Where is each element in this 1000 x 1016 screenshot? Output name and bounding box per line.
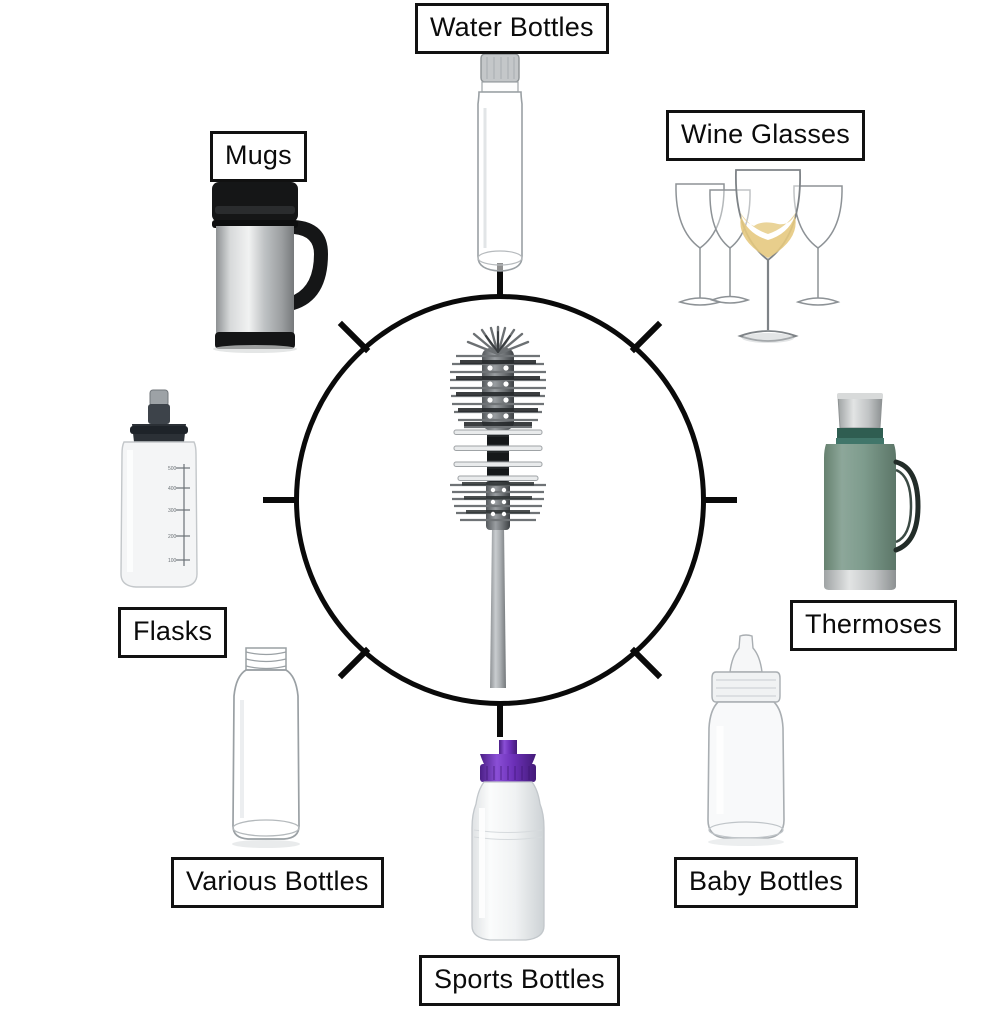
center-target-ring [263,263,737,737]
tick-west [263,497,299,503]
water-bottle-image [458,52,542,277]
tick-north [497,263,503,299]
svg-text:400: 400 [168,486,177,492]
label-mugs[interactable]: Mugs [210,131,307,182]
svg-text:300: 300 [168,508,177,514]
bottle-cleaning-brush-image [438,325,558,690]
tick-southeast [629,646,663,680]
label-flasks[interactable]: Flasks [118,607,228,658]
sports-bottle-image [458,738,558,948]
various-bottle-image [220,644,312,849]
wine-glasses-image [658,168,858,354]
baby-bottle-image [694,634,799,849]
tick-southwest [337,646,371,680]
label-various-bottles[interactable]: Various Bottles [171,857,384,908]
tick-east [701,497,737,503]
tick-south [497,701,503,737]
label-water-bottles[interactable]: Water Bottles [415,3,609,54]
svg-text:100: 100 [168,558,177,564]
flask-image: 500 400 300 200 100 [104,388,214,598]
svg-text:200: 200 [168,534,177,540]
label-thermoses[interactable]: Thermoses [790,600,957,651]
label-sports-bottles[interactable]: Sports Bottles [419,955,620,1006]
label-wine-glasses[interactable]: Wine Glasses [666,110,865,161]
travel-mug-image [200,176,345,354]
thermos-image [812,388,924,593]
label-baby-bottles[interactable]: Baby Bottles [674,857,858,908]
svg-text:500: 500 [168,466,177,472]
